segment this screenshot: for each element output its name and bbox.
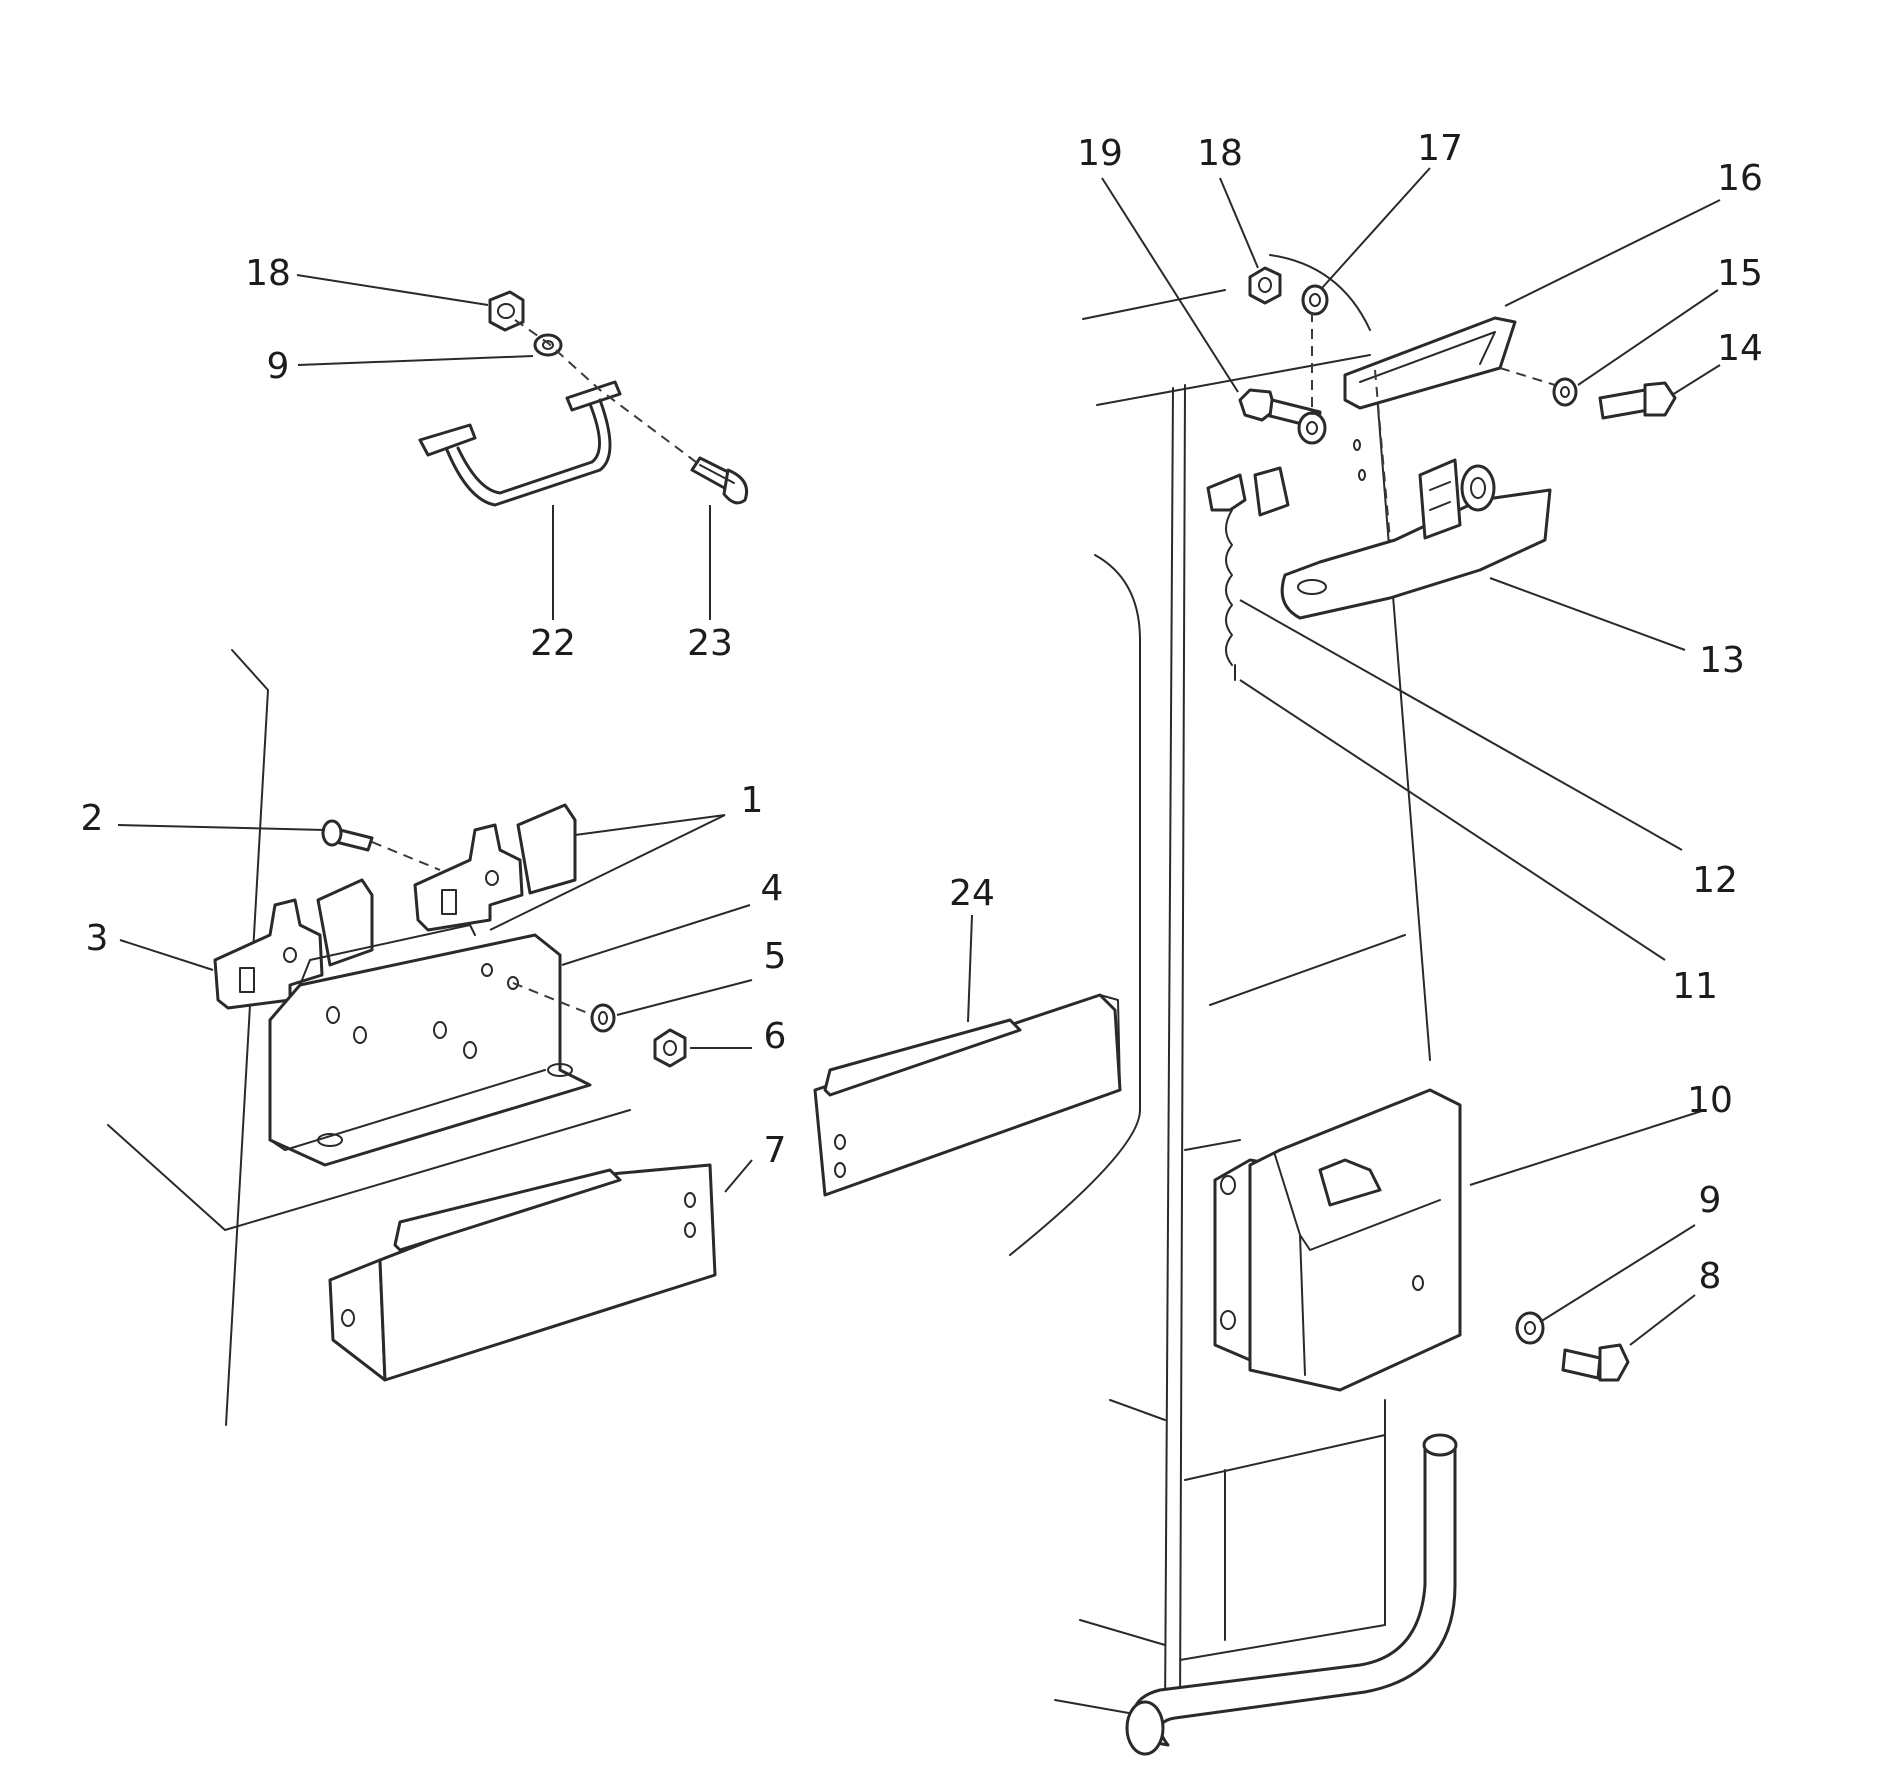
part-24-rail [813,993,1122,1197]
callout-15: 15 [1717,253,1763,294]
leader-3 [119,939,214,971]
callout-13: 13 [1699,640,1745,681]
leader-18-left [296,274,489,306]
callout-12: 12 [1692,860,1738,901]
leader-11 [1239,679,1666,961]
part-5-washer [590,1003,616,1033]
leader-10 [1469,1109,1706,1186]
leader-2 [117,824,326,831]
hole-mark [1353,439,1361,451]
callout-2: 2 [81,798,104,839]
part-18-nut-right [1248,266,1282,305]
part-2-screw [321,819,374,852]
part-6-nut [653,1028,687,1068]
callout-6: 6 [764,1016,787,1057]
leader-19 [1101,177,1239,393]
part-14-bolt [1598,381,1677,420]
assembly-axis-latch [1374,369,1391,541]
part-13-latch [1280,458,1552,620]
left-panel-outline [107,649,631,1426]
leader-5 [616,979,753,1016]
callout-9-right: 9 [1699,1180,1722,1221]
callout-24: 24 [949,873,995,914]
cabinet-outline [1009,254,1458,1756]
leader-24 [967,914,973,1023]
leader-4 [561,904,751,966]
callout-23: 23 [687,623,733,664]
leader-12 [1239,599,1683,851]
callout-labels: 18 9 22 23 2 1 3 4 5 6 7 24 19 18 17 16 … [81,128,1763,1297]
part-3-hinge [213,878,374,1010]
leader-9-left [297,355,534,366]
part-18-nut-left [488,290,525,332]
callout-14: 14 [1717,328,1763,369]
part-11-chain [1225,509,1236,681]
leader-15 [1577,289,1719,386]
part-9-washer-right [1515,1311,1545,1345]
assembly-axis-hinge [371,841,441,871]
part-23-screw [690,456,749,505]
callout-19: 19 [1077,133,1123,174]
callout-7: 7 [764,1130,787,1171]
part-10-lockbox [1213,1088,1462,1392]
callout-3: 3 [86,918,109,959]
part-lock-washer-right [1297,411,1327,445]
leader-13 [1489,577,1686,651]
part-15-washer [1552,377,1578,407]
leader-16 [1504,199,1721,307]
hole-mark [1358,469,1366,481]
part-16-strike [1343,316,1517,410]
callout-18-left: 18 [245,253,291,294]
part-9-washer-left [533,333,563,357]
callout-11: 11 [1672,966,1718,1007]
callout-4: 4 [761,868,784,909]
part-22-handle [418,380,622,507]
leader-9-right [1539,1224,1696,1323]
callout-16: 16 [1717,158,1763,199]
part-7-rail [328,1163,717,1382]
leader-17 [1321,167,1431,289]
callout-22: 22 [530,623,576,664]
part-4-bracket [268,924,592,1167]
part-12-clip [1206,466,1290,517]
leader-14 [1671,364,1721,396]
callout-8: 8 [1699,1256,1722,1297]
leader-18-right [1219,177,1259,269]
assembly-axis-handle [514,319,701,466]
callout-17: 17 [1417,128,1463,169]
leader-lines [117,167,1721,1346]
leader-1b [489,814,726,931]
callout-9-left: 9 [267,346,290,387]
callout-18-right: 18 [1197,133,1243,174]
assembly-axis-strike [1499,367,1556,386]
leader-7 [724,1159,753,1193]
leader-8 [1629,1294,1696,1346]
leader-1a [574,814,726,836]
callout-5: 5 [764,936,787,977]
part-17-washer [1301,284,1329,316]
part-8-bolt [1561,1343,1630,1382]
callout-1: 1 [741,780,764,821]
part-1-hinge [413,803,577,932]
callout-10: 10 [1687,1080,1733,1121]
